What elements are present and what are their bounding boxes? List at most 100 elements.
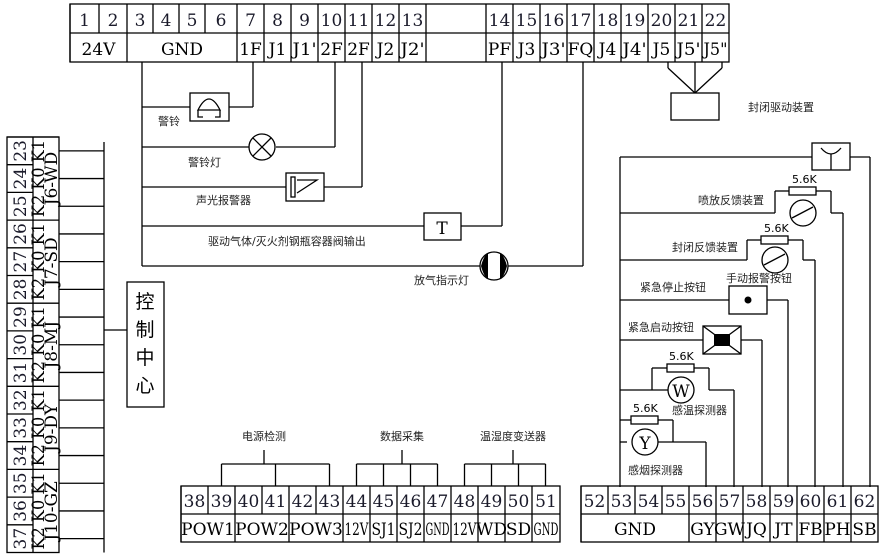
terminal-label: WD	[476, 520, 507, 540]
terminal-number: 25	[11, 195, 31, 217]
terminal-number: 27	[11, 251, 31, 273]
control-center-char: 控	[135, 291, 154, 313]
sound-light-alarm-label: 声光报警器	[196, 193, 251, 207]
smoke-symbol: Y	[638, 434, 651, 454]
terminal-number: 4	[161, 11, 172, 31]
closing-device: 封闭驱动装置	[667, 62, 814, 121]
resistor-value: 5.6K	[669, 350, 694, 363]
terminal-number: 39	[211, 492, 233, 512]
spray-feedback-label: 喷放反馈装置	[698, 193, 764, 207]
terminal-number: 13	[402, 11, 424, 31]
terminal-label: J1	[267, 40, 287, 60]
feedback-switch-icon	[761, 246, 789, 274]
terminal-label: 1F	[239, 40, 262, 60]
terminal-label: GY	[690, 520, 715, 540]
terminal-number: 10	[321, 11, 343, 31]
terminal-label: J3	[516, 40, 536, 60]
terminal-number: 37	[11, 528, 31, 550]
relay-contacts: K2 K0 K1	[29, 140, 49, 217]
terminal-number: 2	[108, 11, 119, 31]
terminal-label: POW2	[235, 520, 289, 540]
terminal-number: 19	[624, 11, 646, 31]
terminal-number: 44	[346, 492, 368, 512]
terminal-number: 40	[238, 492, 260, 512]
terminal-number: 33	[11, 417, 31, 439]
group-title-temp-humidity: 温湿度变送器	[480, 429, 546, 443]
valve-symbol: T	[436, 219, 448, 239]
terminal-label: J5	[651, 40, 671, 60]
closing-feedback-label: 封闭反馈装置	[672, 240, 738, 254]
terminal-number: 7	[245, 11, 256, 31]
sound-light-alarm-icon	[285, 172, 325, 202]
bottom-left-groups: 电源检测 数据采集 温湿度变送器	[242, 429, 546, 443]
control-center-char: 心	[135, 375, 154, 397]
terminal-label: GW	[714, 520, 746, 540]
relay-contacts: K2 K0 K1	[29, 306, 49, 383]
discharge-light-label: 放气指示灯	[414, 273, 469, 287]
relay-name: J8-MJ	[42, 321, 62, 371]
terminal-number: 23	[11, 140, 31, 162]
terminal-label: SD	[506, 520, 531, 540]
terminal-number: 6	[216, 11, 227, 31]
relay-contacts: K2 K0 K1	[29, 223, 49, 300]
resistor-icon	[666, 363, 695, 373]
terminal-number: 52	[584, 492, 606, 512]
terminal-number: 34	[11, 445, 31, 467]
terminal-number: 58	[746, 492, 768, 512]
output-wiring: 警铃 警铃灯 声光报警器 T 驱动气体/灭火剂钢瓶容器阀输出	[141, 62, 584, 287]
terminal-number: 59	[773, 492, 795, 512]
relay-contacts: K2 K0 K1	[29, 389, 49, 466]
terminal-number: 3	[135, 11, 146, 31]
terminal-label: GND	[534, 520, 559, 540]
terminal-number: 16	[543, 11, 565, 31]
terminal-number: 8	[272, 11, 283, 31]
terminal-label: GND	[614, 520, 656, 540]
terminal-number: 60	[800, 492, 822, 512]
terminal-number: 50	[508, 492, 530, 512]
terminal-number: 1	[79, 11, 90, 31]
resistor-icon	[760, 235, 789, 245]
control-center-char: 中	[135, 347, 154, 369]
terminal-label: FQ	[568, 40, 594, 60]
terminal-label: PF	[488, 40, 511, 60]
smoke-detector-label: 感烟探测器	[628, 463, 683, 477]
terminal-label: POW3	[289, 520, 343, 540]
terminal-number: 18	[597, 11, 619, 31]
closing-device-label: 封闭驱动装置	[748, 100, 814, 114]
terminal-number: 28	[11, 279, 31, 301]
terminal-number: 12	[375, 11, 397, 31]
terminal-number: 43	[319, 492, 341, 512]
valve-output-icon: T	[423, 212, 462, 241]
terminal-number: 9	[299, 11, 310, 31]
terminal-number: 15	[516, 11, 538, 31]
resistor-value: 5.6K	[633, 402, 658, 415]
terminal-number: 30	[11, 334, 31, 356]
resistor-icon	[788, 186, 817, 196]
terminal-label: 24V	[82, 40, 117, 60]
terminal-number: 31	[11, 362, 31, 384]
terminal-number: 11	[348, 11, 370, 31]
terminal-number: 53	[611, 492, 633, 512]
discharge-lamp-icon	[479, 251, 509, 281]
terminal-number: 51	[535, 492, 557, 512]
terminal-label: J3'	[539, 40, 565, 60]
terminal-number: 14	[489, 11, 511, 31]
terminal-label: POW1	[181, 520, 235, 540]
emergency-start-button-icon	[702, 325, 742, 355]
feedback-switch-icon	[789, 199, 817, 227]
smoke-detector-icon: Y	[631, 428, 659, 456]
closing-device-box	[670, 92, 720, 121]
terminal-number: 5	[187, 11, 198, 31]
relay-name: J9-DY	[42, 403, 62, 454]
resistor-value: 5.6K	[792, 173, 817, 186]
terminal-number: 38	[184, 492, 206, 512]
relay-name: J6-WD	[42, 152, 62, 208]
pressure-switch-icon	[811, 142, 851, 171]
manual-alarm-label: 手动报警按钮	[726, 271, 792, 285]
terminal-number: 42	[292, 492, 314, 512]
terminal-number: 41	[265, 492, 287, 512]
terminal-number: 36	[11, 500, 31, 522]
